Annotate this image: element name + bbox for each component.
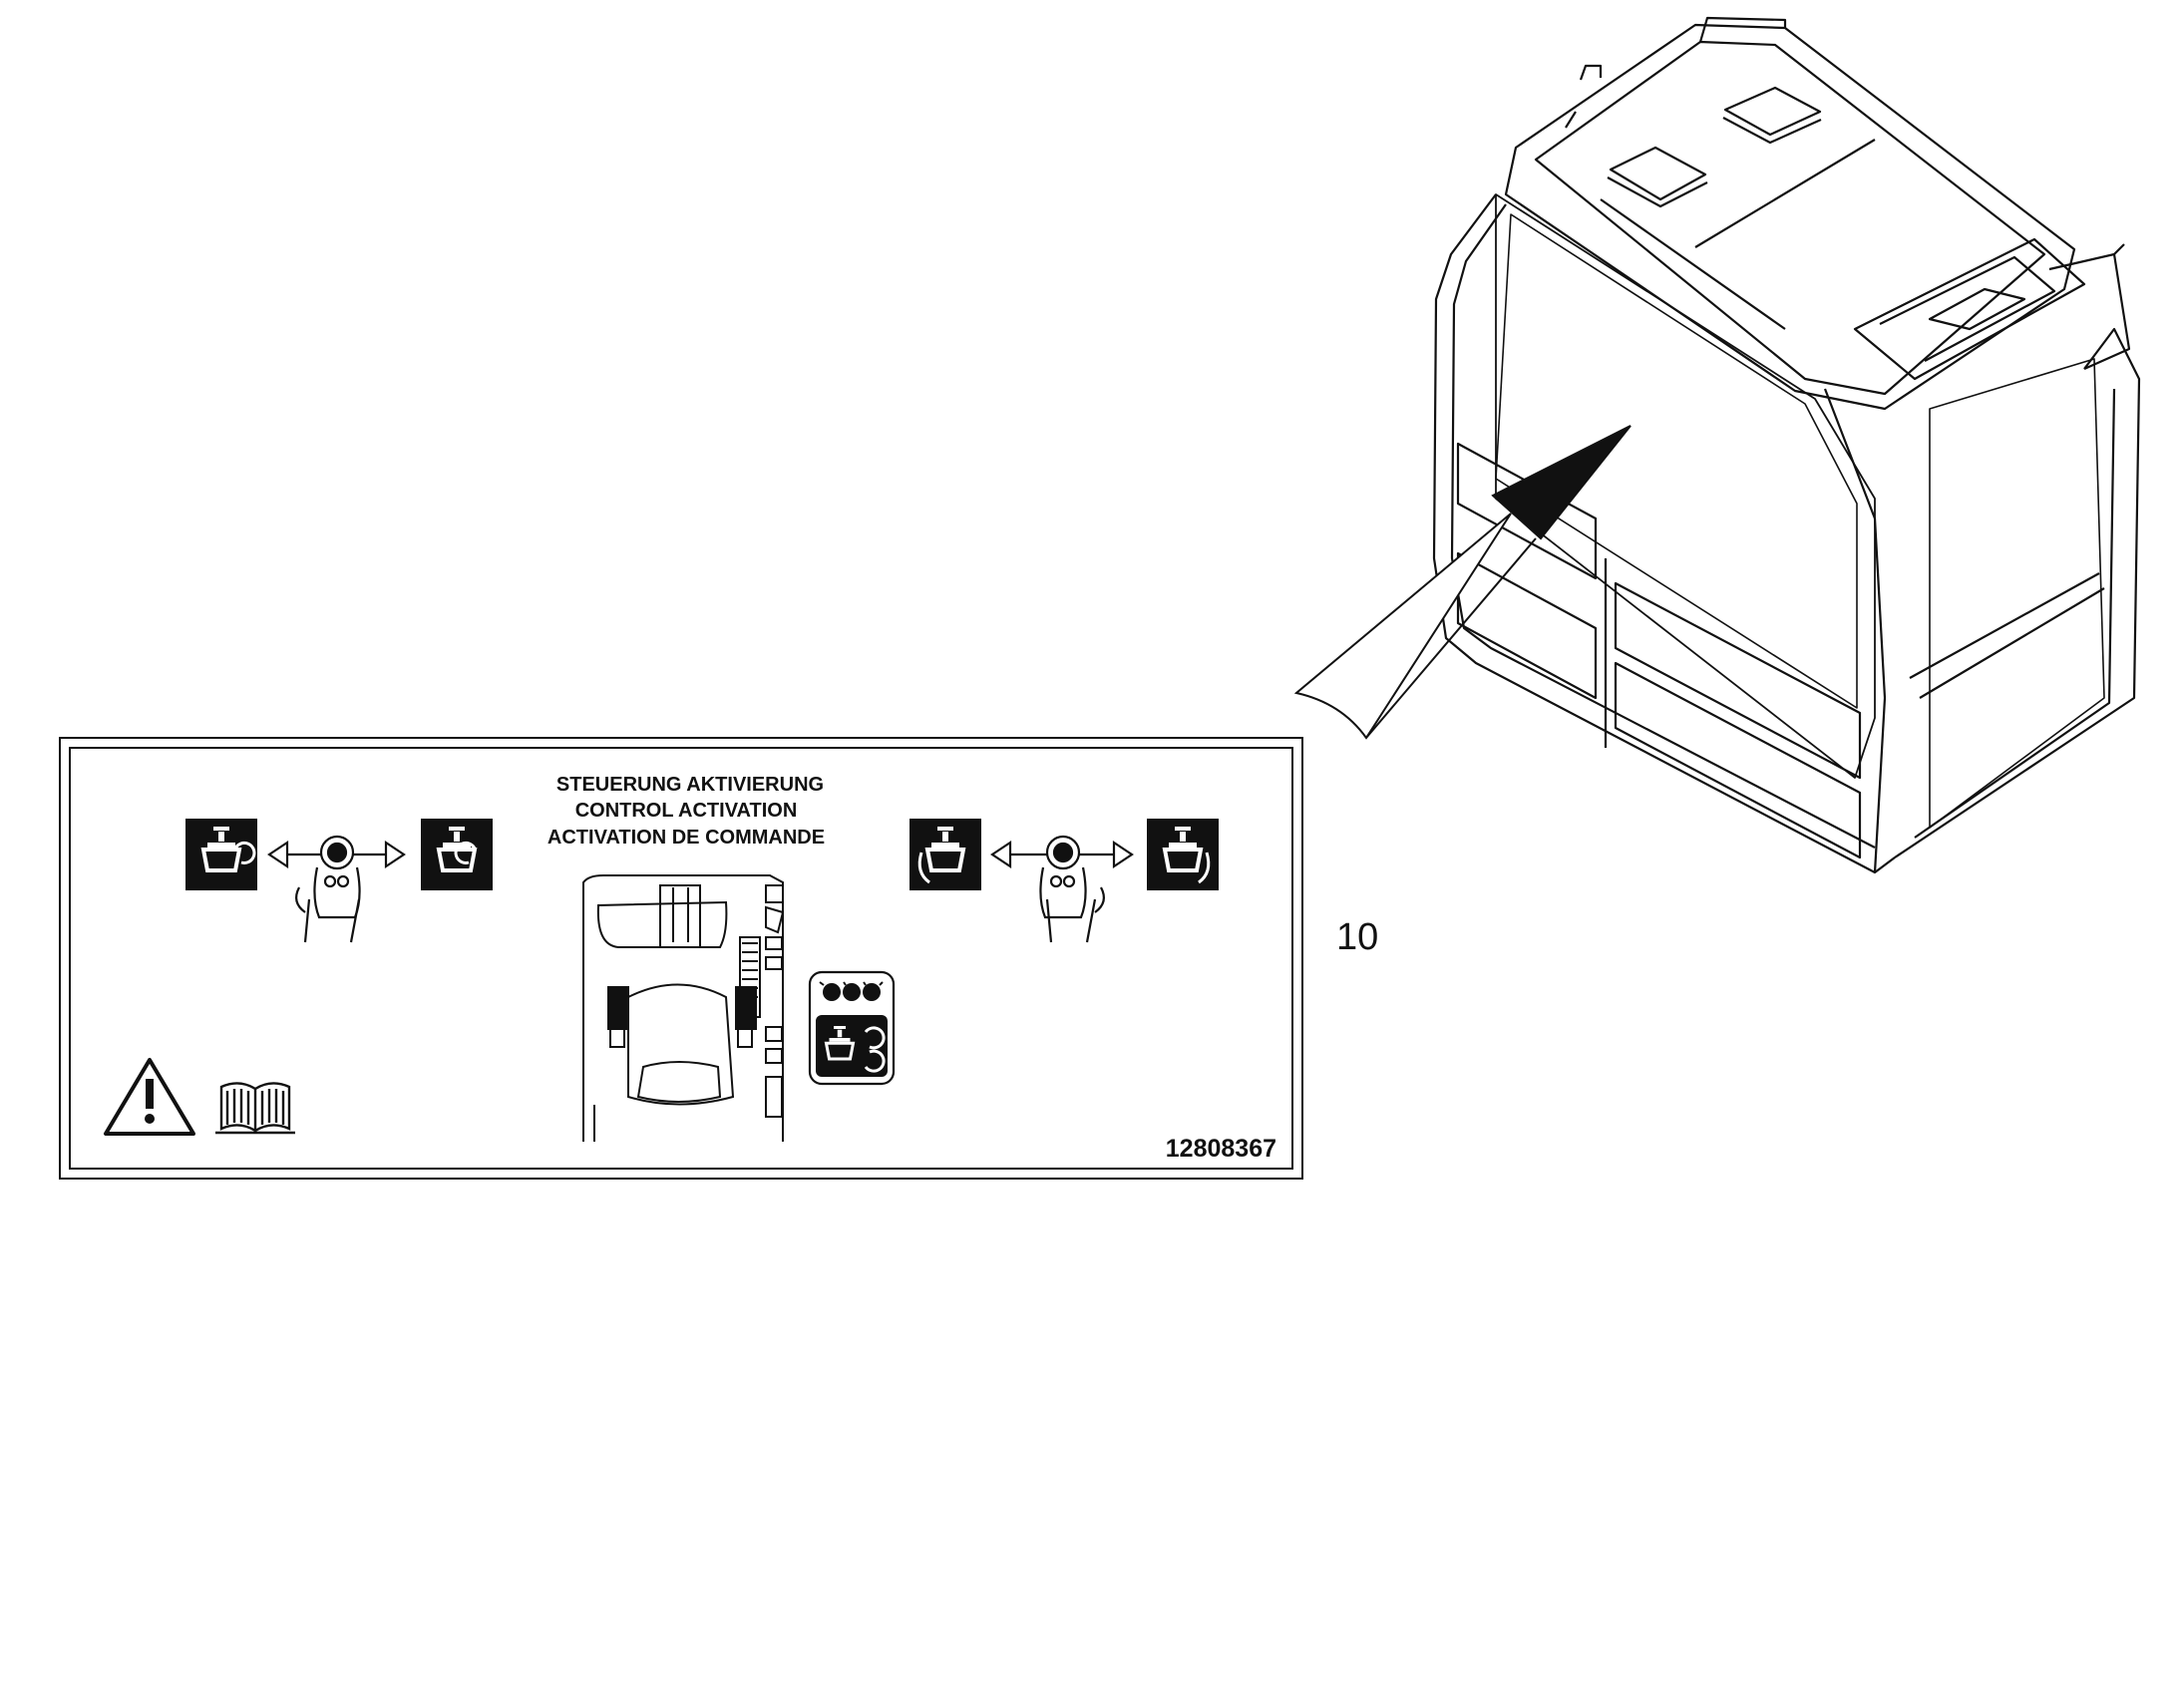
tilt-left-attachment-icon [909,819,981,890]
callout-number: 10 [1336,916,1378,958]
cab-top-view-icon [582,874,785,1142]
left-joystick-group [185,819,493,943]
callout-arrow [1293,425,1632,740]
control-activation-switch-icon [808,970,896,1086]
left-joystick-hand-icon [267,835,406,943]
rotate-ccw-attachment-icon [185,819,257,890]
rotate-cw-attachment-icon [421,819,493,890]
control-activation-decal: STEUERUNG AKTIVIERUNG CONTROL ACTIVATION… [59,737,1303,1180]
decal-title-fr: ACTIVATION DE COMMANDE [547,827,825,849]
decal-inner-border [69,747,1293,1170]
warning-triangle-icon [104,1058,195,1136]
right-joystick-group [909,819,1219,943]
right-joystick-hand-icon [990,835,1134,943]
decal-title-en: CONTROL ACTIVATION [575,800,798,822]
decal-outer-border [59,737,1303,1180]
tilt-right-attachment-icon [1147,819,1219,890]
operator-manual-book-icon [215,1082,295,1135]
operator-cab-illustration [1432,16,2141,874]
decal-title-de: STEUERUNG AKTIVIERUNG [556,774,824,796]
decal-part-number: 12808367 [1166,1135,1276,1163]
